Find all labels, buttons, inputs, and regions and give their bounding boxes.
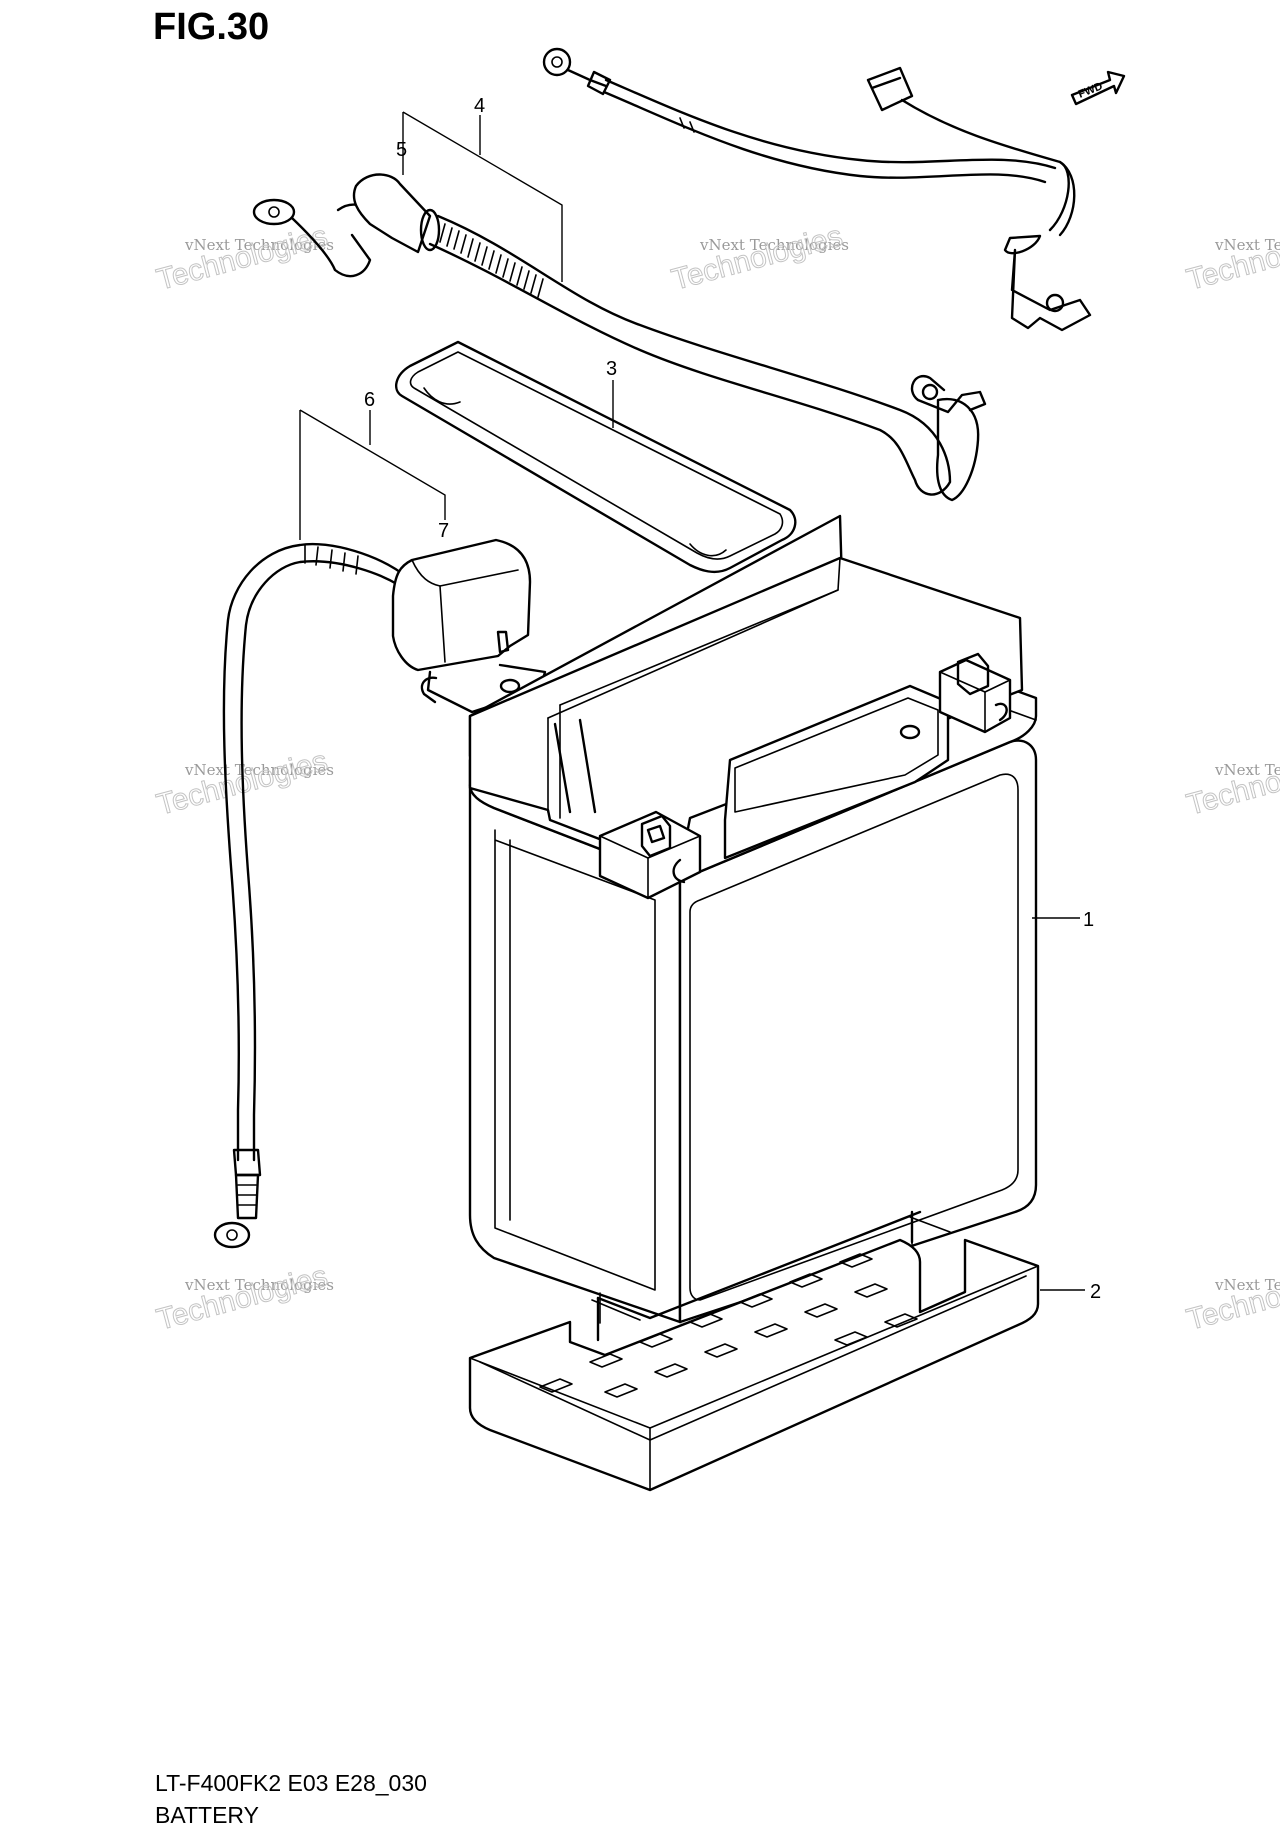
callout-6: 6 bbox=[364, 389, 375, 411]
watermark: vNext Technologies Technologies bbox=[153, 1259, 334, 1337]
section-name-caption: BATTERY bbox=[155, 1802, 259, 1828]
battery-tray bbox=[468, 1210, 1040, 1492]
callout-5: 5 bbox=[396, 139, 407, 161]
watermark-line2: Technologies bbox=[1183, 220, 1280, 297]
callout-2: 2 bbox=[1090, 1281, 1101, 1303]
watermark-line1: vNext Technologies bbox=[1214, 761, 1280, 779]
battery-positive-cable bbox=[252, 173, 987, 502]
battery-band bbox=[394, 340, 797, 574]
watermark-line2: Technologies bbox=[1183, 1260, 1280, 1337]
battery-negative-cable bbox=[213, 538, 547, 1249]
callout-3: 3 bbox=[606, 358, 617, 380]
fwd-arrow-icon: FWD bbox=[1070, 70, 1126, 106]
watermark-line2: Technologies bbox=[1183, 745, 1280, 822]
watermark-line1: vNext Technologies bbox=[184, 236, 334, 254]
watermark-line1: vNext Technologies bbox=[184, 761, 334, 779]
battery bbox=[468, 514, 1038, 1324]
watermark-line2: Technologies bbox=[668, 220, 846, 297]
battery-exploded-diagram: vNext Technologies Technologies vNext Te… bbox=[153, 47, 1280, 1492]
callout-leaders bbox=[299, 111, 1085, 1291]
model-code-caption: LT-F400FK2 E03 E28_030 bbox=[155, 1770, 427, 1796]
callout-4: 4 bbox=[474, 95, 485, 117]
watermark-line1: vNext Technologies bbox=[1214, 236, 1280, 254]
wiring-harness bbox=[542, 47, 1092, 332]
callout-7: 7 bbox=[438, 520, 449, 542]
watermark-line1: vNext Technologies bbox=[1214, 1276, 1280, 1294]
watermark-line1: vNext Technologies bbox=[699, 236, 849, 254]
tray-vent-slots bbox=[539, 1253, 918, 1398]
callout-1: 1 bbox=[1083, 909, 1094, 931]
watermark-line2: Technologies bbox=[153, 1260, 331, 1337]
watermark: vNext Technologies Technologies bbox=[1183, 1259, 1280, 1337]
callout-numbers: 1 2 3 4 5 6 7 bbox=[364, 95, 1101, 1303]
watermark: vNext Technologies Technologies bbox=[1183, 219, 1280, 297]
watermark: vNext Technologies Technologies bbox=[668, 219, 849, 297]
watermark-line1: vNext Technologies bbox=[184, 1276, 334, 1294]
figure-title: FIG.30 bbox=[153, 6, 270, 48]
watermark: vNext Technologies Technologies bbox=[1183, 744, 1280, 822]
